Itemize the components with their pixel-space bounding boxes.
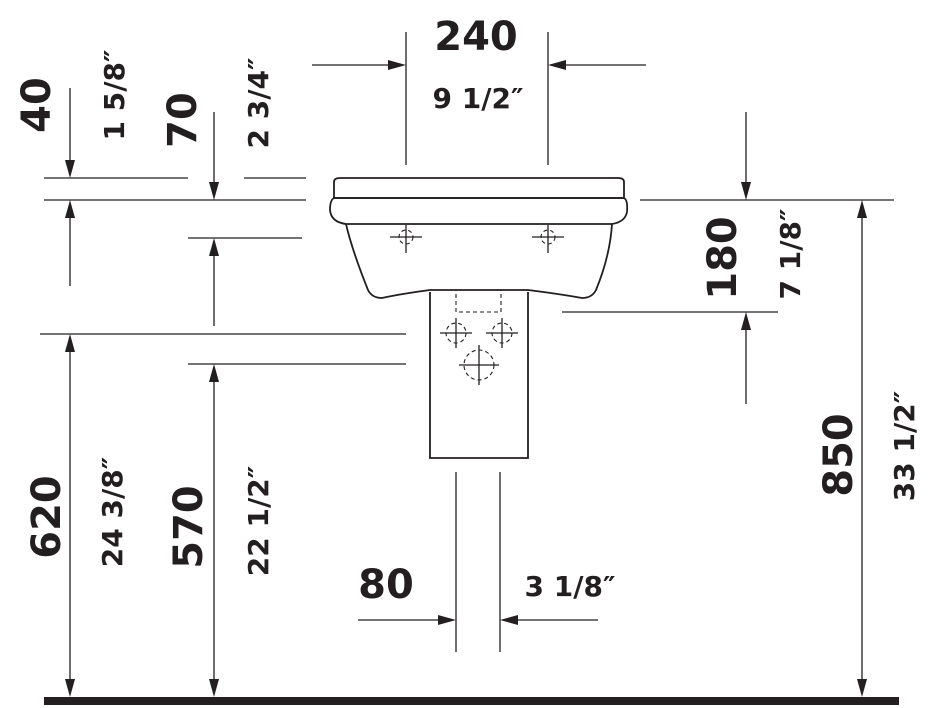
top-offset-a-inch: 1 5/8″ [98, 50, 131, 141]
basin-width-inch: 9 1/2″ [433, 82, 524, 115]
basin-width-mm: 240 [434, 14, 518, 60]
rim-height-inch: 33 1/2″ [888, 391, 921, 501]
pipe-width-inch: 3 1/8″ [525, 570, 616, 603]
siphon-cover [429, 289, 529, 459]
height-a-inch: 24 3/8″ [96, 457, 129, 567]
top-offset-b-inch: 2 3/4″ [242, 58, 275, 149]
tap-hole-left [390, 225, 422, 253]
top-offset-b-mm: 70 [160, 92, 206, 148]
washbasin [329, 177, 629, 299]
height-b-inch: 22 1/2″ [242, 466, 275, 576]
dimension-lines [65, 60, 867, 697]
floor-line [44, 697, 899, 705]
basin-depth-inch: 7 1/8″ [774, 209, 807, 300]
reference-lines [40, 32, 894, 365]
height-a-mm: 620 [24, 475, 70, 559]
rim-height-mm: 850 [816, 413, 862, 497]
tap-hole-right [532, 225, 564, 253]
basin-depth-mm: 180 [700, 216, 746, 300]
height-b-mm: 570 [166, 485, 212, 569]
pipe-width-mm: 80 [358, 562, 414, 608]
waste-pipe [455, 472, 501, 652]
top-offset-a-mm: 40 [14, 77, 60, 133]
